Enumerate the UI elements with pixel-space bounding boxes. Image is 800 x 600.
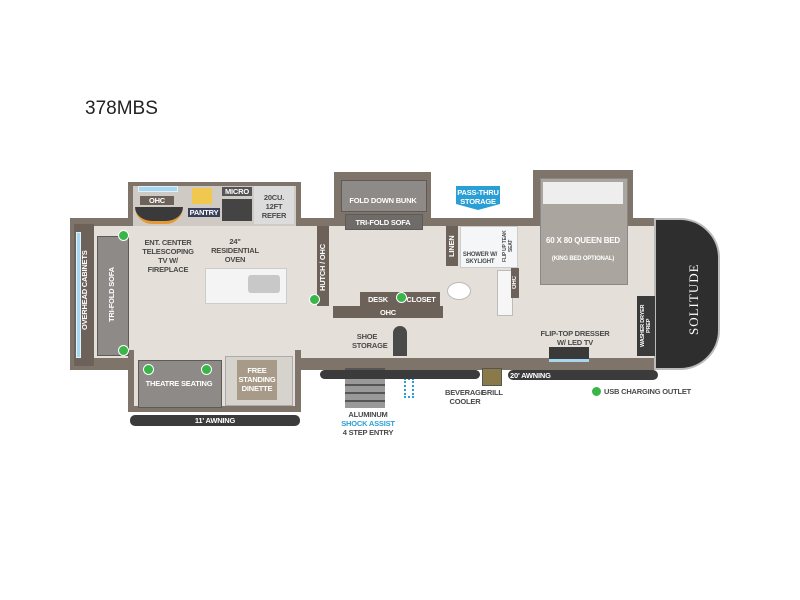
washer-dryer-closet [637,296,655,356]
linen-cabinet [446,226,458,266]
brand-logo: SOLITUDE [686,263,701,335]
fold-down-bunk [341,180,427,212]
refer-label: 20CU. 12FT REFER [261,193,287,220]
desk-label: DESK [367,295,389,304]
bunk-ohc [333,306,443,318]
shock-assist-icon [404,378,414,398]
kitchen-island [205,268,287,304]
shower [460,226,518,268]
linen-label: LINEN [447,235,456,257]
fold-down-bunk-label: FOLD DOWN BUNK [349,196,417,205]
usb-legend-label: USB CHARGING OUTLET [604,387,692,396]
bath-ohc-label: OHC [512,276,518,290]
floorplan-title: 378MBS [85,98,158,119]
washer-dryer-label: WASHER DRYER PREP [640,304,652,348]
overhead-cabinets-label: OVERHEAD CABINETS [80,250,89,330]
pass-thru-storage-label: PASS-THRU STORAGE [457,188,499,206]
oven-cooktop [222,199,252,221]
dresser-label: FLIP-TOP DRESSER w/ LED TV [540,329,610,347]
grill [482,368,502,386]
tri-fold-sofa-living [97,236,129,356]
entry-line2: SHOCK ASSIST [341,419,395,428]
awning-20-label: 20' AWNING [510,371,551,380]
bunk-ohc-label: OHC [379,308,397,317]
led-strip [138,186,178,192]
entry-line1: ALUMINUM [348,410,388,419]
front-cap [654,218,720,370]
dinette-label: FREE STANDING DINETTE [238,366,276,393]
teak-seat-label: FLIP UP TEAK SEAT [502,230,514,262]
led-strip [76,232,81,358]
pillows [543,182,623,204]
telescoping-tv [135,207,183,224]
usb-outlet-legend-icon [591,386,602,397]
shower-label: SHOWER w/ SKYLIGHT [462,252,498,265]
usb-outlet [118,345,129,356]
theatre-seating-label: THEATRE SEATING [145,379,213,388]
pantry-items [192,188,212,204]
bed-note: (KING BED OPTIONAL) [551,256,615,262]
tri-fold-sofa-bunk [345,214,423,230]
usb-outlet [201,364,212,375]
tri-fold-sofa-bunk-label: TRI-FOLD SOFA [355,218,411,227]
side-awning [320,370,480,379]
entry-line3: 4 STEP ENTRY [342,428,394,437]
dinette-table [237,360,277,400]
awning-11 [130,415,300,426]
dresser-tv [549,347,589,362]
shoe-storage-label: SHOE STORAGE [352,332,388,350]
awning-11-label: 11' AWNING [194,416,236,425]
toilet [447,282,471,300]
awning-20 [508,370,658,380]
usb-outlet [118,230,129,241]
tri-fold-sofa-living-label: TRI-FOLD SOFA [107,267,116,323]
bed-label: 60 x 80 QUEEN BED [546,236,620,245]
hutch-cabinet [317,226,329,306]
kitchen-ohc-label: OHC [140,196,174,205]
micro-label: MICRO [222,187,252,196]
ent-center-label: ENT. CENTER TELESCOPING TV w/ FIREPLACE [142,238,194,274]
sink [248,275,280,293]
pass-thru-storage-arrow [456,186,500,210]
pantry-label: PANTRY [188,208,220,217]
closet-label: CLOSET [406,295,436,304]
grill-label: GRILL [481,388,503,397]
bath-ohc [511,268,519,298]
entry-door[interactable] [393,326,407,356]
refrigerator [254,186,294,224]
oven-label: 24" RESIDENTIAL OVEN [211,237,259,264]
usb-outlet [396,292,407,303]
beverage-cooler-label: BEVERAGE COOLER [445,388,486,406]
usb-outlet [309,294,320,305]
usb-outlet [143,364,154,375]
hutch-label: HUTCH / OHC [318,244,327,291]
